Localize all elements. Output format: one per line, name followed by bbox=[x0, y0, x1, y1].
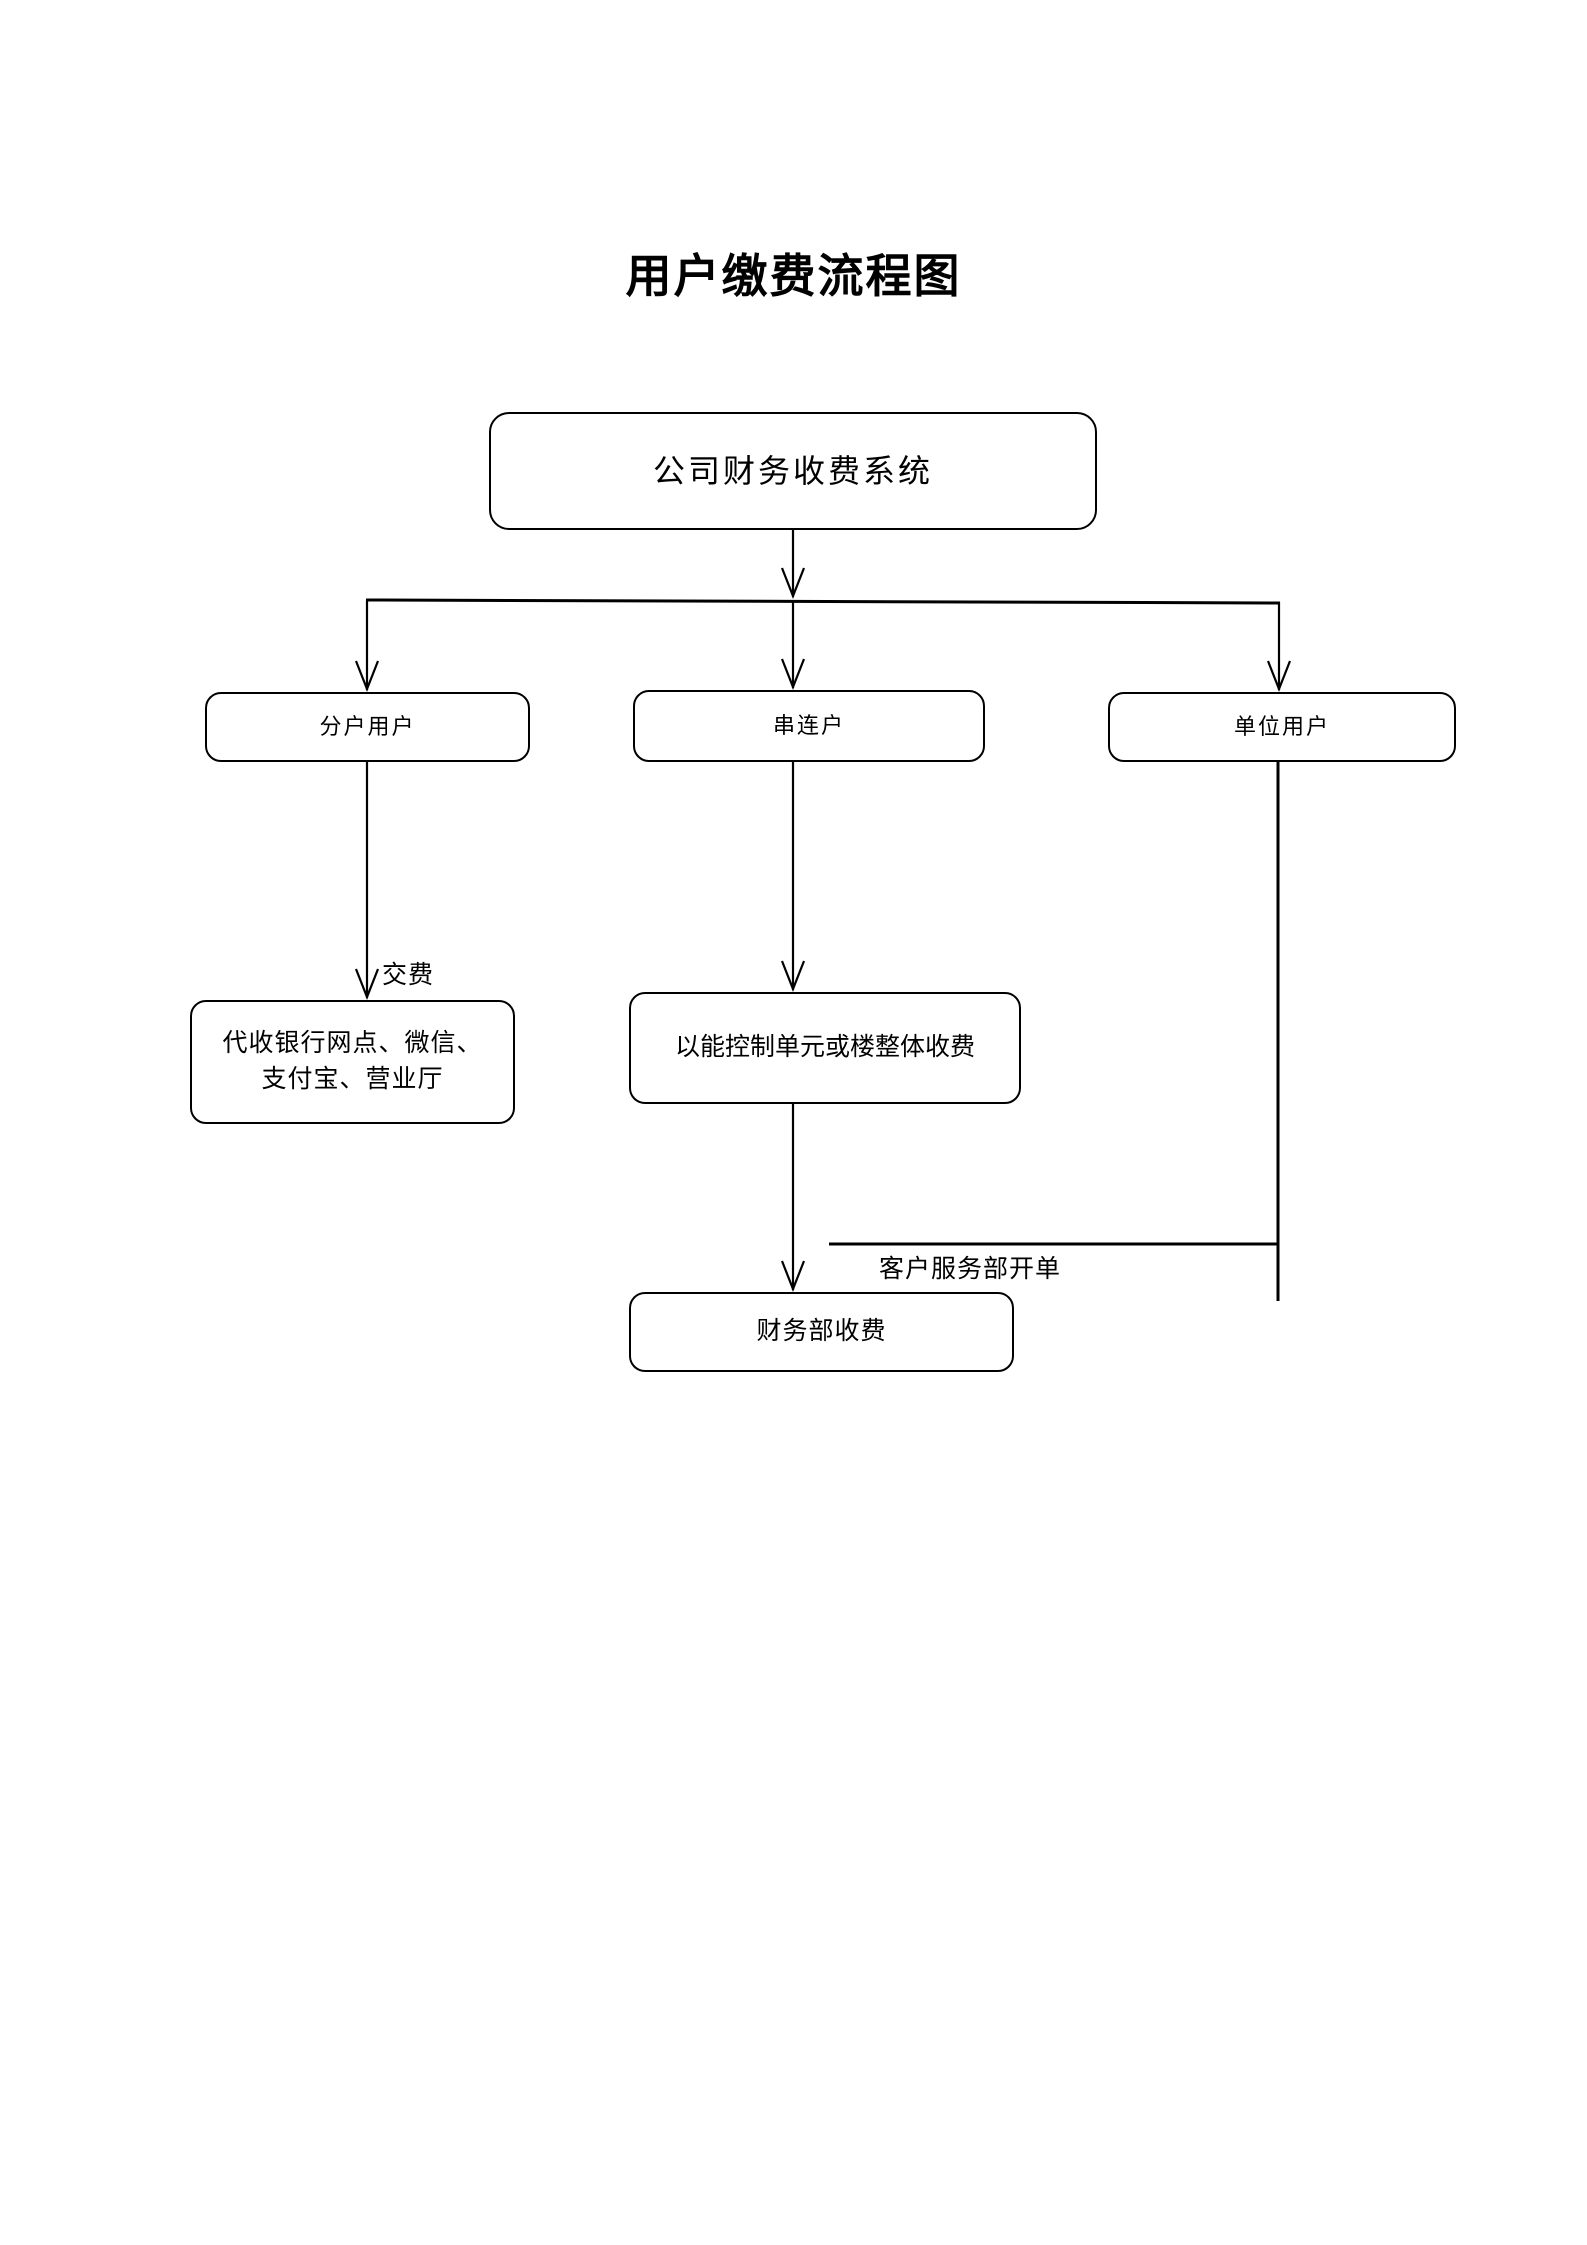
node-finance-department-collection[interactable]: 财务部收费 bbox=[629, 1292, 1014, 1372]
node-unit-user[interactable]: 单位用户 bbox=[1108, 692, 1456, 762]
node-split-user[interactable]: 分户用户 bbox=[205, 692, 530, 762]
edge-split-user-to-channels bbox=[354, 762, 380, 1001]
edge-bus-to-split-user bbox=[354, 601, 380, 693]
node-label: 单位用户 bbox=[1233, 714, 1330, 740]
edge-bus-to-unit-user bbox=[1266, 602, 1292, 693]
node-company-finance-system[interactable]: 公司财务收费系统 bbox=[489, 412, 1097, 530]
edge-distribution-bus bbox=[365, 598, 1281, 605]
edge-series-user-to-unit-billing bbox=[780, 762, 806, 993]
edge-system-to-bus bbox=[780, 530, 806, 600]
node-label: 公司财务收费系统 bbox=[652, 452, 933, 489]
node-label: 以能控制单元或楼整体收费 bbox=[674, 1033, 975, 1061]
node-unit-or-building-billing[interactable]: 以能控制单元或楼整体收费 bbox=[629, 992, 1021, 1104]
node-label: 代收银行网点、微信、 支付宝、营业厅 bbox=[222, 1029, 483, 1093]
edge-label-customer-service-billing: 客户服务部开单 bbox=[879, 1256, 1062, 1283]
node-payment-channels[interactable]: 代收银行网点、微信、 支付宝、营业厅 bbox=[190, 1000, 515, 1124]
node-label: 分户用户 bbox=[319, 714, 416, 740]
edge-unit-billing-to-finance bbox=[780, 1104, 806, 1293]
node-label: 财务部收费 bbox=[756, 1317, 887, 1345]
node-series-user[interactable]: 串连户 bbox=[633, 690, 985, 762]
edge-bus-to-series-user bbox=[780, 601, 806, 691]
node-label: 串连户 bbox=[772, 713, 845, 739]
edge-label-pay-fee: 交费 bbox=[382, 962, 435, 989]
page-title: 用户缴费流程图 bbox=[625, 251, 962, 302]
